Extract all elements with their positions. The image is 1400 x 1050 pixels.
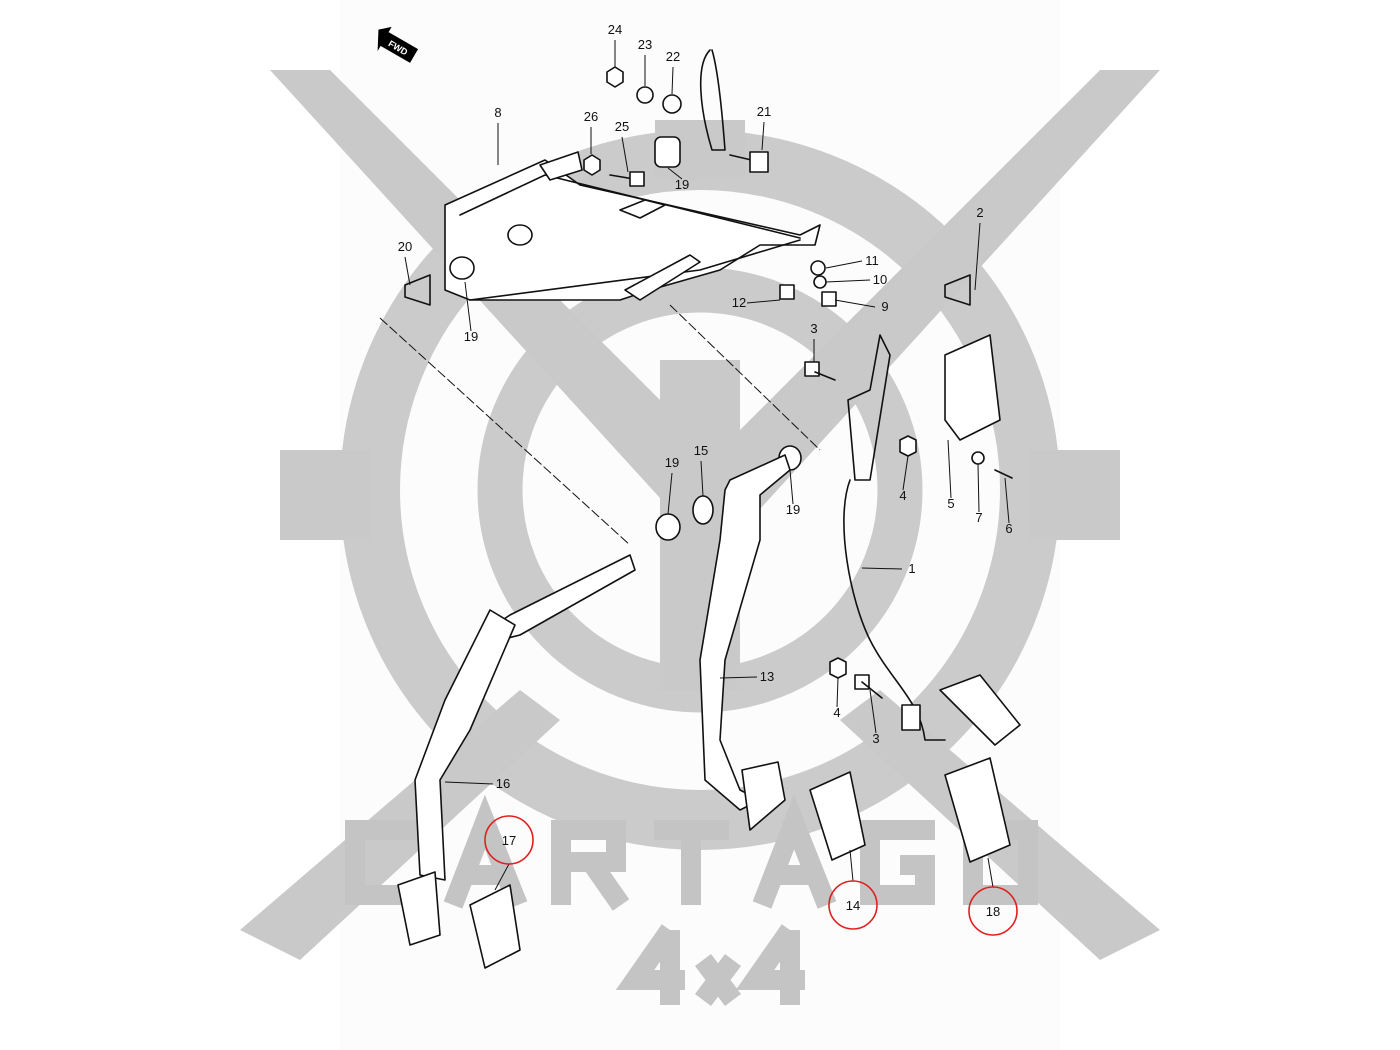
callout-17: 17 bbox=[502, 833, 516, 848]
leader-line bbox=[834, 299, 876, 308]
callout-4: 4 bbox=[833, 705, 840, 720]
pedal-pad-18 bbox=[944, 757, 1011, 863]
watermark-brand bbox=[345, 794, 1038, 911]
callout-9: 9 bbox=[881, 299, 888, 314]
leader-line bbox=[977, 463, 980, 513]
leader-line bbox=[700, 460, 704, 497]
callout-19: 19 bbox=[464, 329, 478, 344]
leader-line bbox=[444, 781, 494, 785]
callout-25: 25 bbox=[615, 119, 629, 134]
leader-line bbox=[789, 469, 794, 505]
pedal-pads bbox=[469, 757, 1011, 969]
clutch-pedal bbox=[379, 304, 821, 946]
leader-line bbox=[719, 676, 758, 679]
leader-line bbox=[836, 677, 839, 708]
callout-19: 19 bbox=[665, 455, 679, 470]
callout-22: 22 bbox=[666, 49, 680, 64]
callout-8: 8 bbox=[494, 105, 501, 120]
leader-line bbox=[667, 472, 673, 515]
callout-14: 14 bbox=[846, 898, 860, 913]
pedal-pad-14 bbox=[809, 771, 866, 861]
accelerator-assembly bbox=[843, 334, 1021, 746]
leader-line bbox=[667, 167, 683, 180]
leader-line bbox=[987, 857, 994, 888]
leader-line bbox=[902, 455, 909, 491]
callout-3: 3 bbox=[872, 731, 879, 746]
callout-16: 16 bbox=[496, 776, 510, 791]
leader-line bbox=[861, 567, 903, 570]
pedal-bracket bbox=[444, 151, 821, 301]
callout-1: 1 bbox=[908, 561, 915, 576]
callout-13: 13 bbox=[760, 669, 774, 684]
callout-19: 19 bbox=[675, 177, 689, 192]
leader-line bbox=[869, 689, 877, 734]
leader-line bbox=[464, 281, 472, 332]
callout-6: 6 bbox=[1005, 521, 1012, 536]
callout-24: 24 bbox=[608, 22, 622, 37]
leader-line bbox=[494, 863, 510, 891]
leader-line bbox=[947, 439, 952, 499]
callout-20: 20 bbox=[398, 239, 412, 254]
callout-18: 18 bbox=[986, 904, 1000, 919]
leader-line bbox=[974, 222, 981, 291]
callout-11: 11 bbox=[865, 253, 879, 268]
callout-19: 19 bbox=[786, 502, 800, 517]
leader-line bbox=[825, 260, 863, 269]
leader-line bbox=[621, 136, 629, 173]
leader-line bbox=[404, 256, 411, 286]
callout-21: 21 bbox=[757, 104, 771, 119]
callout-10: 10 bbox=[873, 272, 887, 287]
callout-12: 12 bbox=[732, 295, 746, 310]
leader-line bbox=[761, 121, 765, 151]
callout-23: 23 bbox=[638, 37, 652, 52]
watermark-sub bbox=[615, 924, 805, 1006]
callout-15: 15 bbox=[694, 443, 708, 458]
leader-line bbox=[825, 279, 871, 283]
leader-line bbox=[746, 299, 781, 304]
leader-line bbox=[1004, 477, 1010, 524]
callout-3: 3 bbox=[810, 321, 817, 336]
callout-7: 7 bbox=[975, 510, 982, 525]
leader-line bbox=[849, 849, 854, 882]
callout-4: 4 bbox=[899, 488, 906, 503]
callout-5: 5 bbox=[947, 496, 954, 511]
pedal-pad-17 bbox=[469, 884, 521, 969]
callout-2: 2 bbox=[976, 205, 983, 220]
small-hardware bbox=[404, 49, 1013, 699]
highlighted-callouts: 17 14 18 bbox=[484, 815, 1018, 936]
highlight-circle bbox=[968, 886, 1018, 936]
callout-labels: 24 23 22 8 26 25 21 19 20 19 2 11 10 12 9 3 19 15 19 4 5 7 6 1 1… bbox=[398, 22, 1013, 791]
leader-line bbox=[671, 66, 674, 95]
callout-26: 26 bbox=[584, 109, 598, 124]
highlight-circle bbox=[484, 815, 534, 865]
brake-pedal bbox=[655, 445, 802, 831]
highlight-circle bbox=[828, 880, 878, 930]
